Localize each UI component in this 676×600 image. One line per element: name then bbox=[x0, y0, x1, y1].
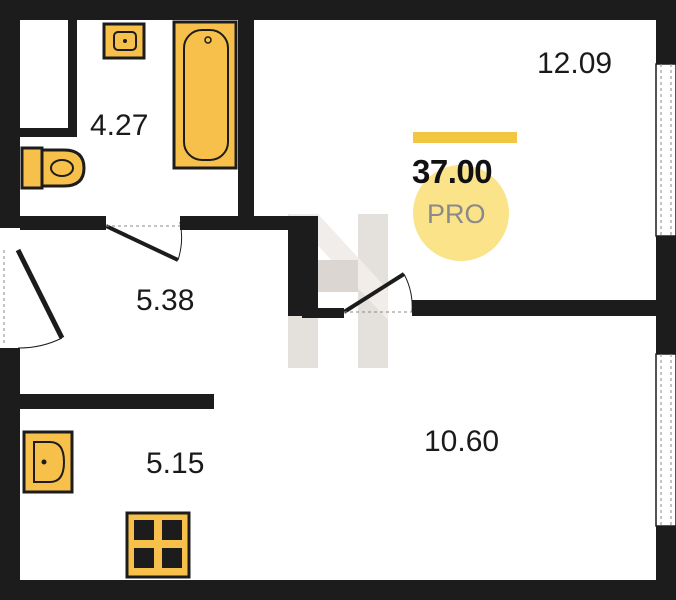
kitchen-sink-icon bbox=[22, 430, 74, 494]
bathtub-icon bbox=[172, 20, 238, 170]
area-kitchen: 5.15 bbox=[146, 447, 205, 480]
sink-icon bbox=[102, 22, 146, 60]
window-living-room bbox=[655, 63, 676, 237]
total-area: 37.00 bbox=[412, 153, 493, 190]
interior-walls bbox=[20, 20, 656, 409]
area-living-room: 12.09 bbox=[537, 47, 613, 80]
stove-icon bbox=[125, 511, 191, 579]
window-bedroom bbox=[655, 353, 676, 527]
bathroom-door bbox=[105, 221, 183, 262]
area-hallway: 5.38 bbox=[136, 284, 195, 317]
pro-badge-circle bbox=[413, 165, 509, 261]
toilet-icon bbox=[20, 146, 86, 190]
total-area-accent-bar bbox=[413, 132, 517, 143]
area-bedroom: 10.60 bbox=[424, 425, 500, 458]
entrance-door bbox=[0, 228, 65, 349]
bedroom-door bbox=[342, 272, 413, 314]
area-bathroom: 4.27 bbox=[90, 109, 149, 142]
pro-badge-label: PRO bbox=[427, 199, 486, 229]
